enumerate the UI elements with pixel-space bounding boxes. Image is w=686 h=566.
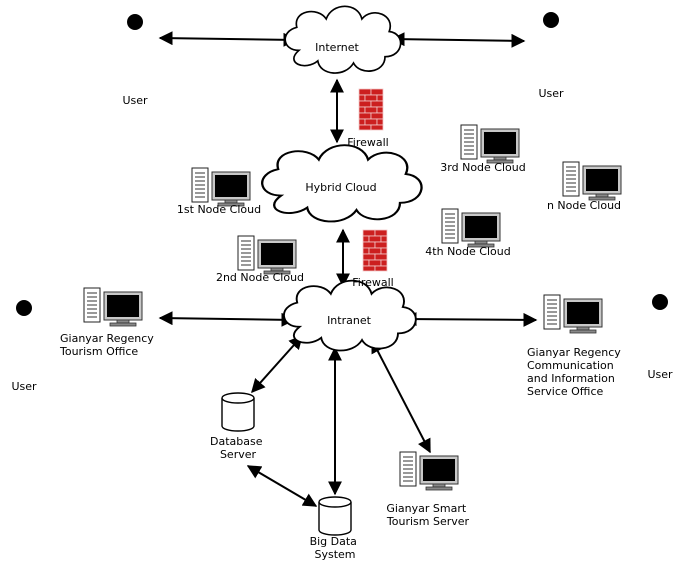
node-label-fourth: 4th Node Cloud bbox=[425, 245, 510, 258]
smart-tourism-server-label: Gianyar Smart Tourism Server bbox=[386, 502, 470, 528]
user-actor-icon bbox=[4, 300, 44, 368]
computer-icon bbox=[83, 287, 143, 327]
internet-cloud bbox=[284, 5, 402, 74]
internet-label: Internet bbox=[315, 41, 359, 54]
big-data-system-label: Big Data System bbox=[310, 535, 361, 561]
intranet-label: Intranet bbox=[327, 314, 372, 327]
edge-intranet-database bbox=[251, 334, 303, 394]
user-actor-icon bbox=[531, 12, 571, 80]
node-label-second: 2nd Node Cloud bbox=[216, 271, 304, 284]
edge-intranet-smart-server bbox=[371, 338, 431, 454]
edge-internet-user-right bbox=[390, 32, 526, 48]
tourism-office-label: Gianyar Regency Tourism Office bbox=[59, 332, 157, 358]
firewall-icon bbox=[358, 88, 384, 131]
computer-icon bbox=[191, 167, 251, 207]
user-actor-icon bbox=[115, 14, 155, 82]
node-label-first: 1st Node Cloud bbox=[177, 203, 261, 216]
computer-icon bbox=[237, 235, 297, 275]
communication-office-label: Gianyar Regency Communication and Inform… bbox=[527, 346, 624, 398]
edge-tourism-intranet bbox=[158, 311, 296, 327]
computer-icon bbox=[399, 451, 459, 491]
firewall-label-top: Firewall bbox=[347, 136, 388, 149]
database-server-label: Database Server bbox=[210, 435, 266, 461]
firewall-label-bottom: Firewall bbox=[352, 276, 393, 289]
user-actor-icon bbox=[640, 294, 680, 362]
computer-icon bbox=[562, 161, 622, 201]
computer-icon bbox=[460, 124, 520, 164]
computer-icon bbox=[441, 208, 501, 248]
node-label-n: n Node Cloud bbox=[547, 199, 621, 212]
edge-user-internet-left bbox=[158, 31, 298, 47]
database-icon bbox=[221, 392, 255, 432]
edge-intranet-communication bbox=[402, 312, 538, 327]
user-label-top-left: User bbox=[122, 94, 148, 107]
hybrid-cloud-label: Hybrid Cloud bbox=[305, 181, 376, 194]
firewall-icon bbox=[362, 229, 388, 272]
user-label-mid-left: User bbox=[11, 380, 37, 393]
user-label-top-right: User bbox=[538, 87, 564, 100]
node-label-third: 3rd Node Cloud bbox=[440, 161, 525, 174]
user-label-mid-right: User bbox=[647, 368, 673, 381]
edge-database-bigdata bbox=[246, 465, 318, 507]
computer-icon bbox=[543, 294, 603, 334]
big-data-icon bbox=[318, 496, 352, 536]
